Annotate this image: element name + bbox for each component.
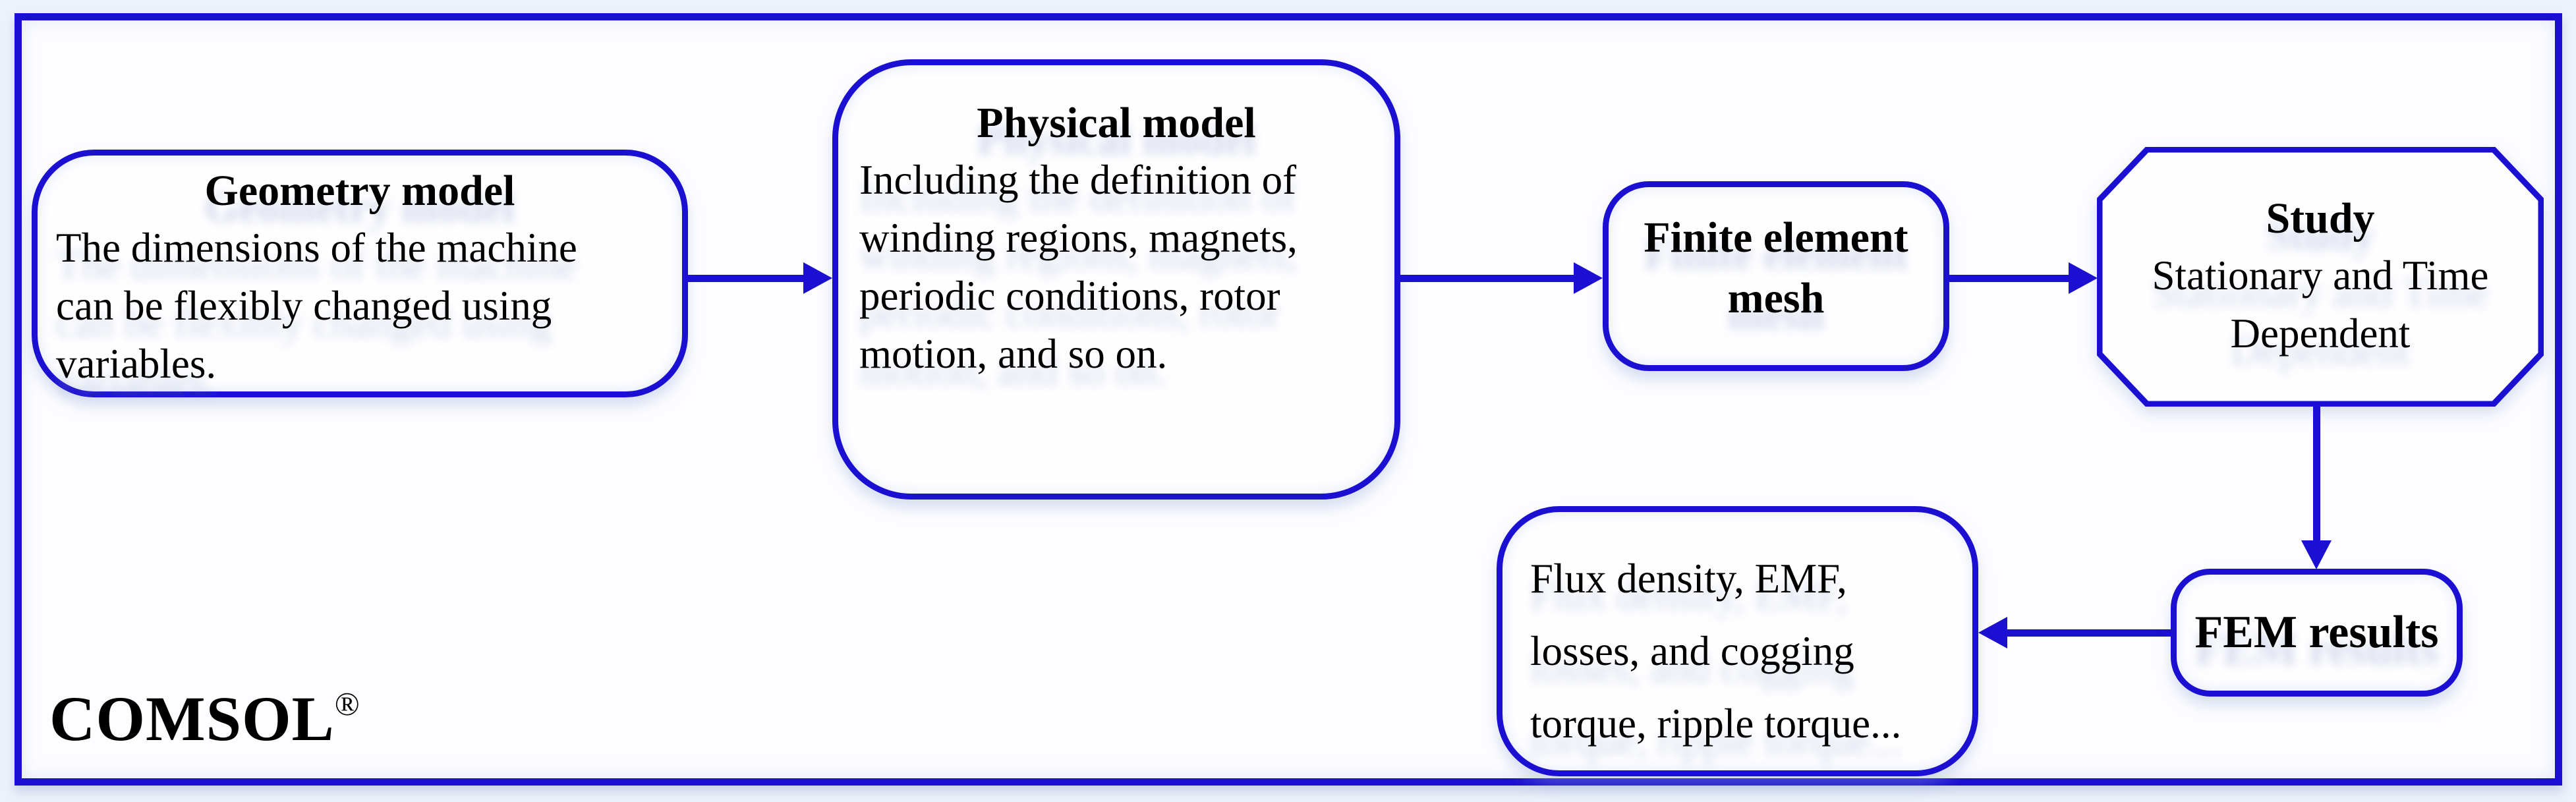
node-fem-results: FEM results xyxy=(2171,569,2463,697)
physical-model-body: Including the definition of winding regi… xyxy=(859,157,1298,377)
arrow-head xyxy=(2301,540,2332,569)
node-geometry-model: Geometry model The dimensions of the mac… xyxy=(32,150,688,397)
arrow-line xyxy=(1949,275,2071,282)
comsol-watermark: COMSOL® xyxy=(49,671,360,752)
arrow-line xyxy=(2313,407,2320,542)
registered-trademark-icon: ® xyxy=(334,685,360,722)
physical-model-title: Physical model xyxy=(977,99,1256,147)
arrow-line xyxy=(1400,275,1576,282)
node-study: Study Stationary and Time Dependent xyxy=(2097,147,2544,407)
study-body: Stationary and Time Dependent xyxy=(2152,252,2489,357)
node-physical-model: Physical model Including the definition … xyxy=(832,59,1400,500)
comsol-brand-text: COMSOL xyxy=(49,683,335,754)
outputs-body: Flux density, EMF, losses, and cogging t… xyxy=(1530,556,1902,747)
finite-element-mesh-label: Finite element mesh xyxy=(1644,214,1908,322)
fem-results-label: FEM results xyxy=(2194,607,2439,658)
study-title: Study xyxy=(2266,194,2375,243)
study-octagon-shape xyxy=(2097,147,2544,407)
arrow-line xyxy=(688,275,807,282)
arrow-head xyxy=(1978,617,2007,648)
arrow-line xyxy=(2005,629,2171,637)
geometry-model-title: Geometry model xyxy=(204,167,515,215)
node-outputs: Flux density, EMF, losses, and cogging t… xyxy=(1497,506,1978,776)
node-finite-element-mesh: Finite element mesh xyxy=(1603,181,1949,371)
arrow-head xyxy=(2069,262,2098,294)
arrow-head xyxy=(1574,262,1603,294)
arrow-head xyxy=(803,262,832,294)
geometry-model-body: The dimensions of the machine can be fle… xyxy=(56,225,577,387)
